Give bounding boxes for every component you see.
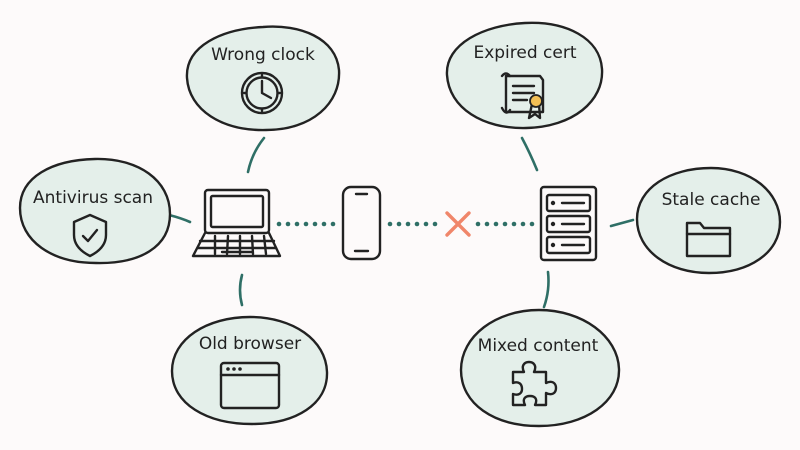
shield-check-icon [72, 213, 108, 258]
folder-icon [685, 221, 732, 258]
network-links [276, 211, 535, 237]
laptop-icon [191, 188, 282, 258]
cause-stale-cache: Stale cache [635, 166, 782, 275]
cause-expired-cert: Expired cert [445, 21, 604, 130]
link-phone-server [387, 221, 535, 227]
connector-server-mixed-content [542, 270, 550, 309]
cause-label-expired-cert: Expired cert [473, 43, 576, 63]
certificate-icon [500, 72, 545, 120]
connector-laptop-wrong-clock [246, 136, 266, 174]
cause-connectors [167, 136, 635, 309]
connector-laptop-old-browser [238, 273, 244, 307]
connector-server-expired-cert [520, 136, 539, 172]
server-icon [539, 185, 598, 262]
browser-window-icon [219, 361, 281, 410]
clock-icon [240, 71, 284, 115]
phone-icon [341, 185, 382, 261]
link-laptop-phone [276, 221, 336, 227]
connector-laptop-antivirus [167, 213, 192, 224]
connector-server-stale-cache [609, 218, 635, 228]
puzzle-piece-icon [511, 360, 558, 407]
cause-mixed-content: Mixed content [459, 308, 621, 428]
cause-wrong-clock: Wrong clock [185, 25, 341, 132]
cause-label-stale-cache: Stale cache [662, 190, 761, 210]
cause-label-mixed-content: Mixed content [478, 336, 599, 356]
cause-label-old-browser: Old browser [199, 334, 301, 354]
cause-label-wrong-clock: Wrong clock [211, 45, 315, 65]
cause-antivirus-scan: Antivirus scan [18, 157, 172, 265]
x-mark-icon [445, 211, 471, 237]
cause-old-browser: Old browser [170, 315, 329, 426]
cause-label-antivirus-scan: Antivirus scan [33, 188, 153, 208]
